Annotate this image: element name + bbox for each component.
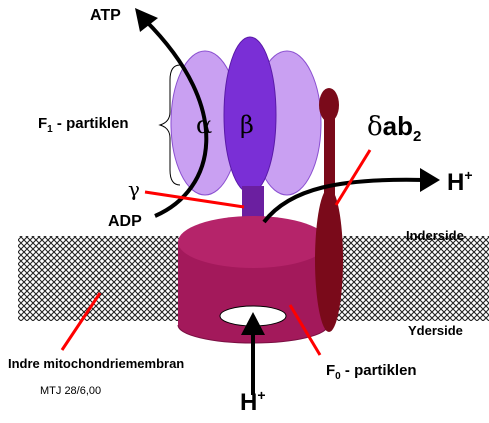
- f1-brace: [158, 64, 181, 186]
- inderside-label: Inderside: [406, 228, 464, 243]
- f1-label: F1 - partiklen: [38, 115, 129, 135]
- membrane-label: Indre mitochondriemembran: [8, 356, 184, 371]
- f0-pointer: [288, 304, 322, 356]
- curved-arrow-up-icon: [143, 18, 209, 218]
- delta-ab2-label: δab2: [367, 111, 421, 145]
- membrane-pointer: [60, 292, 102, 351]
- arrow-right-icon: [262, 177, 426, 224]
- yderside-label: Yderside: [408, 323, 463, 338]
- delta-pointer: [334, 149, 372, 206]
- alpha-label: α: [196, 111, 212, 139]
- gamma-pointer: [144, 190, 245, 209]
- atp-label: ATP: [90, 7, 121, 24]
- credit-text: MTJ 28/6,00: [40, 385, 101, 397]
- delta-ab2-stalk: [315, 88, 343, 332]
- gamma-label: γ: [128, 177, 140, 201]
- proton-in-label: H+: [240, 387, 266, 416]
- gamma-stalk: [242, 186, 264, 226]
- f0-label: F0 - partiklen: [326, 362, 417, 382]
- beta-label: β: [240, 111, 254, 139]
- adp-label: ADP: [108, 213, 142, 230]
- proton-out-label: H+: [447, 167, 473, 196]
